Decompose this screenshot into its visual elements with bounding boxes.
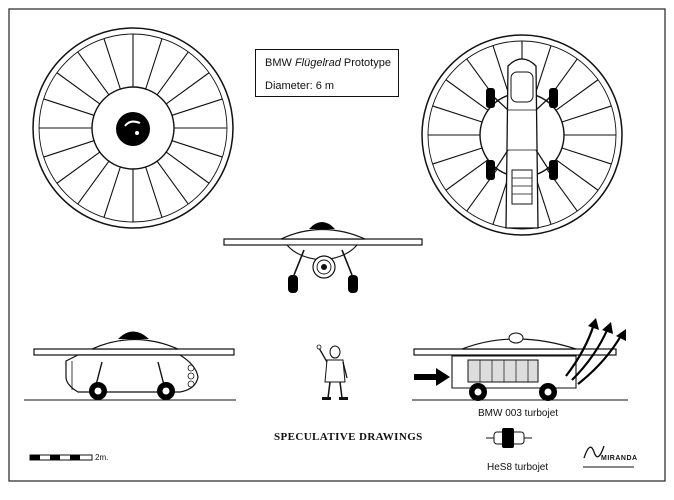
rotor-blade-edge <box>103 38 121 90</box>
rotor-blade-edge <box>145 166 163 218</box>
rotor-blade-edge <box>171 98 223 116</box>
rotor-blade-edge <box>145 38 163 90</box>
scale-bar-label: 2m. <box>95 453 109 462</box>
landing-gear-right-rear <box>549 88 558 108</box>
miranda-signature-logo <box>583 445 634 468</box>
rotor-blade-edge <box>432 105 483 123</box>
air-intake-arrow <box>414 368 450 386</box>
rotor-blade-edge <box>445 159 489 191</box>
hes8-turbojet-drawing <box>486 428 532 448</box>
bottom-view-drawing <box>421 34 623 236</box>
rotor-blade-edge <box>56 151 101 184</box>
rotor-blade-edge <box>165 151 210 184</box>
landing-gear-left-rear <box>486 88 495 108</box>
rotor-blade-edge <box>171 140 223 158</box>
scale-bar <box>29 454 93 461</box>
front-view-drawing <box>223 222 423 293</box>
aircraft-name: BMW Flügelrad Prototype <box>265 57 391 69</box>
exhaust-flow-arrows <box>565 323 623 385</box>
rotor-blade-edge <box>77 160 110 205</box>
rotor-blade-edge <box>561 105 612 123</box>
rotor-blades-top-view <box>39 34 227 222</box>
rotor-blade-edge <box>492 45 510 96</box>
top-view-drawing <box>32 27 234 229</box>
side-view-drawing <box>24 331 236 401</box>
rotor-blade-edge <box>156 160 189 205</box>
rotor-blade-edge <box>555 159 599 191</box>
rotor-blade-edge <box>165 72 210 105</box>
rotor-blade-edge <box>555 79 599 111</box>
diameter-label: Diameter: 6 m <box>265 80 335 92</box>
rotor-blade-edge <box>56 72 101 105</box>
rotor-blade-edge <box>103 166 121 218</box>
sheet-frame <box>8 8 666 482</box>
rotor-blade-edge <box>561 147 612 165</box>
signature-text: MIRANDA <box>601 455 638 462</box>
rotor-blade-edge <box>77 51 110 96</box>
rotor-blade-edge <box>156 51 189 96</box>
hes8-turbojet-label: HeS8 turbojet <box>487 462 549 473</box>
rotor-blade-edge <box>432 147 483 165</box>
rotor-blade-edge <box>534 45 552 96</box>
cutaway-side-view-drawing <box>412 318 628 401</box>
landing-gear-right-front <box>549 160 558 180</box>
rotor-blade-edge <box>445 79 489 111</box>
pilot-figure <box>316 344 348 400</box>
rotor-blade-edge <box>43 140 95 158</box>
title-box: BMW Flügelrad Prototype Diameter: 6 m <box>255 49 399 97</box>
rotor-blade-edge <box>43 98 95 116</box>
bmw-003-turbojet-label: BMW 003 turbojet <box>478 408 559 419</box>
landing-gear-left-front <box>486 160 495 180</box>
cockpit-canopy-top <box>116 112 150 146</box>
speculative-drawings-caption: SPECULATIVE DRAWINGS <box>274 431 423 443</box>
